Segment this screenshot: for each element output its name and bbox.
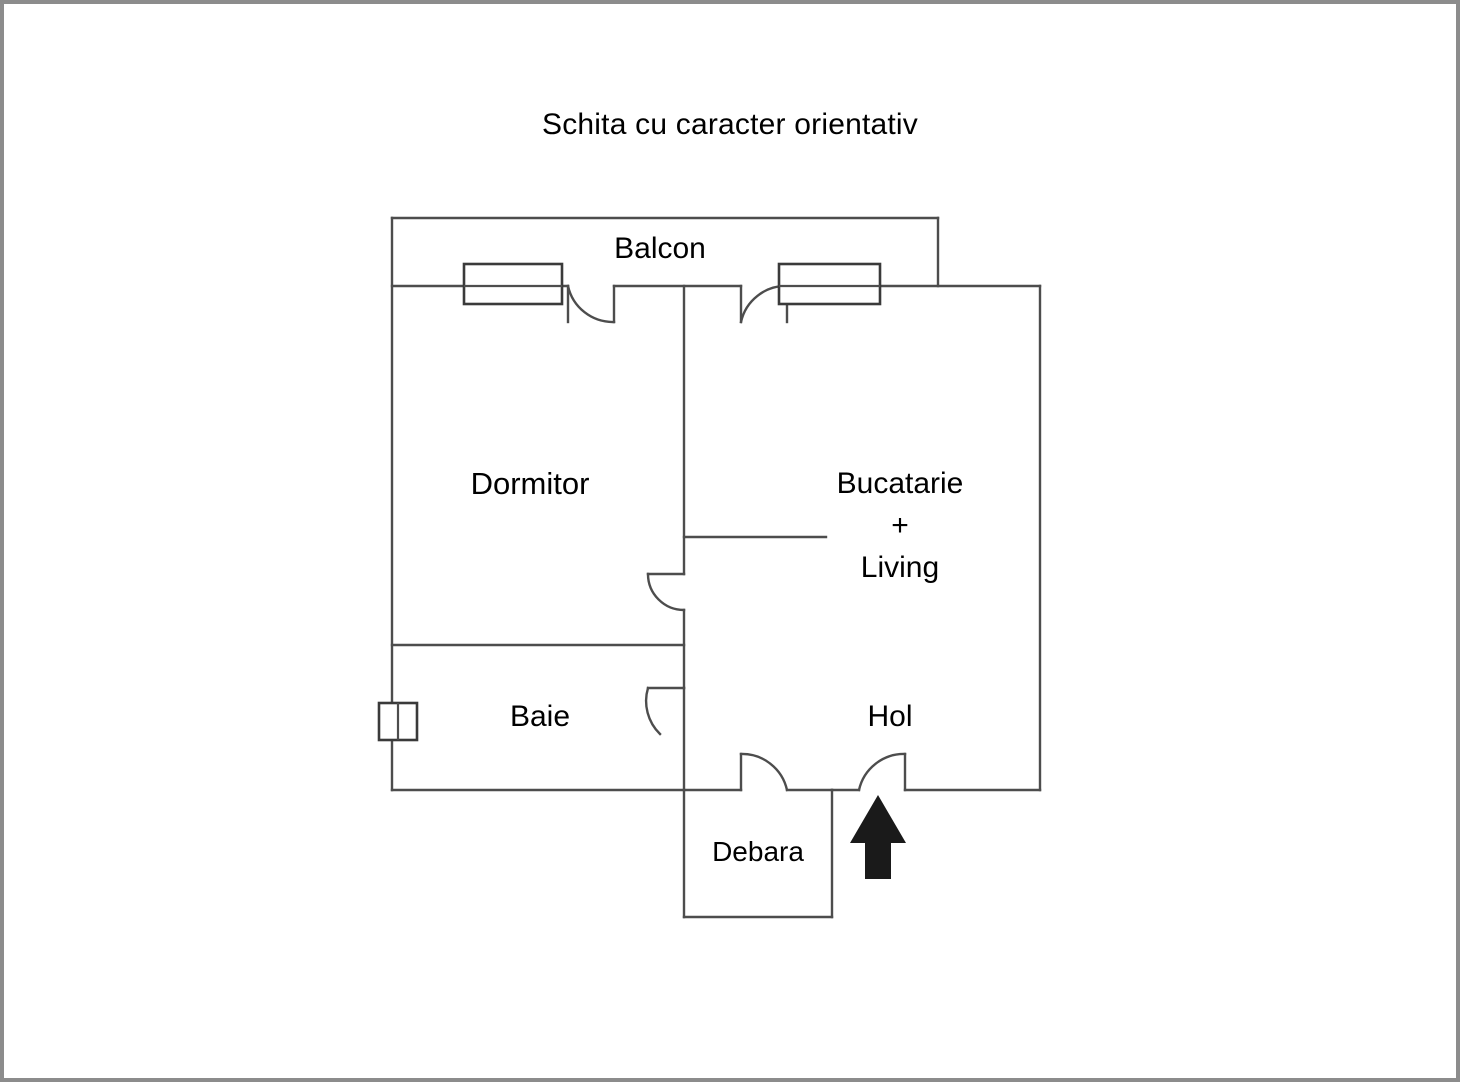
room-label-balcon: Balcon xyxy=(614,232,706,265)
room-label-bucatarie-line1: Bucatarie xyxy=(836,467,964,500)
window-dormitor-balcony xyxy=(462,262,564,306)
baie-door-swing xyxy=(644,686,662,736)
room-label-baie: Baie xyxy=(509,700,571,733)
room-label-bucatarie-line3: Living xyxy=(860,551,940,584)
room-label-bucatarie-plus: + xyxy=(891,509,909,542)
dormitor-door-swing xyxy=(646,572,686,612)
entrance-arrow-icon xyxy=(850,795,906,879)
room-label-dormitor: Dormitor xyxy=(470,466,590,501)
debara-door-swing xyxy=(739,752,789,792)
room-label-bucatarie-living: Bucatarie + Living xyxy=(780,463,1020,589)
room-label-hol: Hol xyxy=(867,700,913,733)
window-living-balcony xyxy=(777,262,882,306)
entrance-door-swing xyxy=(857,752,907,792)
room-label-debara: Debara xyxy=(712,836,804,867)
page-title: Schita cu caracter orientativ xyxy=(542,108,918,141)
balcony-door-left-swing xyxy=(566,284,616,324)
